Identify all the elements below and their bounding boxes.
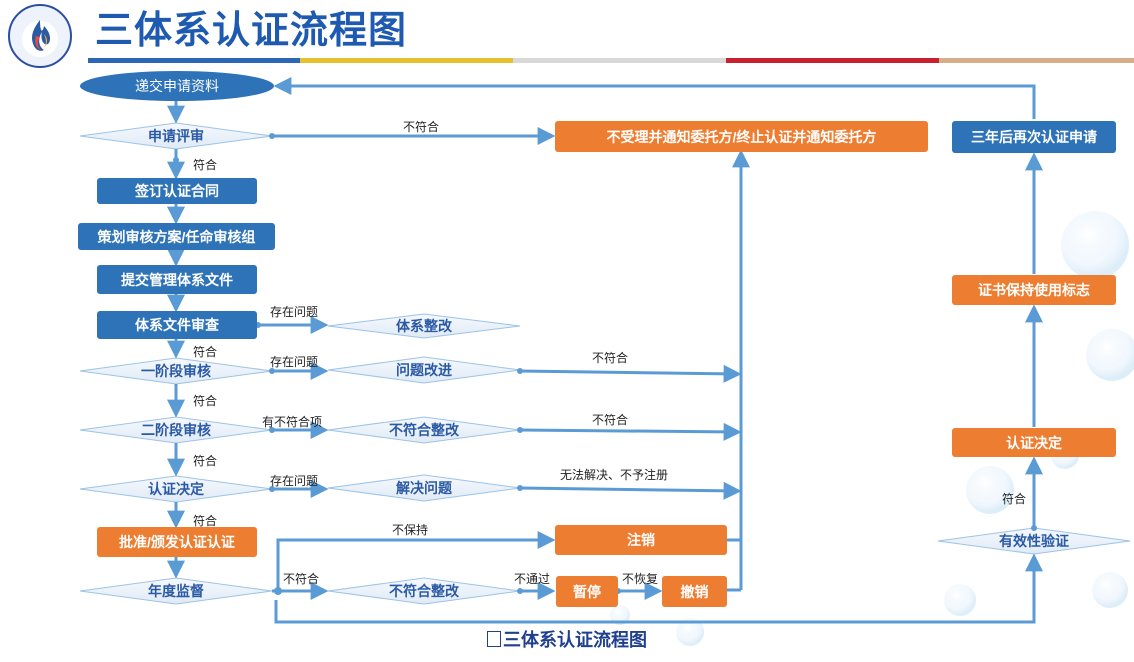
- label-unsolved: 无法解决、不予注册: [560, 468, 669, 482]
- diamond-sys-rectify: [327, 313, 521, 339]
- diamond-nc-rectify2: [327, 577, 521, 605]
- node-certification-decision: 认证决定: [148, 481, 204, 497]
- node-submit-documents: 提交管理体系文件: [97, 265, 257, 294]
- node-cancel: 注销: [555, 525, 727, 555]
- figure-caption: 三体系认证流程图: [0, 626, 1134, 652]
- header-bar-blue: [88, 58, 300, 63]
- node-reject-terminate: 不受理并通知委托方/终止认证并通知委托方: [555, 121, 928, 152]
- node-application-review: 申请评审: [148, 128, 204, 144]
- page-title: 三体系认证流程图: [95, 10, 408, 52]
- diamond-improve: [327, 356, 521, 384]
- label-pass: 符合: [193, 158, 218, 172]
- label-pass: 符合: [193, 514, 218, 528]
- label-issue: 存在问题: [270, 355, 319, 369]
- label-pass: 符合: [193, 394, 218, 408]
- decorative-bubbles: [610, 211, 1134, 646]
- label-fail: 不符合: [283, 572, 320, 586]
- node-reapply-after-3-years: 三年后再次认证申请: [952, 121, 1116, 153]
- node-stage1-audit: 一阶段审核: [141, 363, 211, 379]
- checkbox-icon: [487, 631, 501, 647]
- header-bar-grey: [513, 58, 726, 63]
- diamond-annual: [79, 577, 273, 605]
- label-not-maintained: 不保持: [392, 523, 429, 537]
- node-revoke: 撤销: [662, 576, 727, 607]
- label-pass: 符合: [193, 345, 218, 359]
- figure-caption-text: 三体系认证流程图: [503, 630, 647, 650]
- node-nc-rectify: 不符合整改: [389, 422, 459, 438]
- label-issue: 存在问题: [270, 305, 319, 319]
- node-resolve-problem: 解决问题: [396, 480, 452, 496]
- label-fail: 不符合: [592, 413, 629, 427]
- node-system-rectify: 体系整改: [396, 318, 452, 334]
- header-bar-tan: [939, 58, 1134, 63]
- node-approve-certificate: 批准/颁发认证认证: [97, 527, 257, 557]
- label-pass: 符合: [1002, 492, 1027, 506]
- label-fail: 不符合: [403, 120, 440, 134]
- label-not-restored: 不恢复: [622, 572, 659, 586]
- label-fail: 不符合: [592, 351, 629, 365]
- node-sign-contract: 签订认证合同: [97, 178, 257, 204]
- flame-emblem-icon: [32, 20, 51, 51]
- header-bar-yellow: [300, 58, 513, 63]
- node-suspend: 暂停: [556, 576, 618, 607]
- node-validity-verification: 有效性验证: [999, 533, 1069, 549]
- node-certification-decision-right: 认证决定: [952, 428, 1116, 457]
- node-nc-rectify-annual: 不符合整改: [389, 583, 459, 599]
- node-audit-plan: 策划审核方案/任命审核组: [78, 223, 275, 250]
- label-nonconformity: 有不符合项: [262, 415, 323, 429]
- label-not-passed: 不通过: [514, 572, 551, 586]
- header-bar-red: [726, 58, 939, 63]
- label-pass: 符合: [193, 454, 218, 468]
- node-annual-supervision: 年度监督: [148, 583, 204, 599]
- diamond-resolve: [327, 474, 521, 502]
- node-maintain-certificate: 证书保持使用标志: [952, 275, 1116, 305]
- node-document-review: 体系文件审查: [97, 311, 257, 339]
- node-submit-application: 递交申请资料: [80, 71, 274, 101]
- label-issue: 存在问题: [270, 474, 319, 488]
- node-stage2-audit: 二阶段审核: [141, 422, 211, 438]
- diamond-nc-rectify: [327, 416, 521, 444]
- node-problem-improve: 问题改进: [396, 362, 452, 378]
- institute-logo: [8, 4, 72, 68]
